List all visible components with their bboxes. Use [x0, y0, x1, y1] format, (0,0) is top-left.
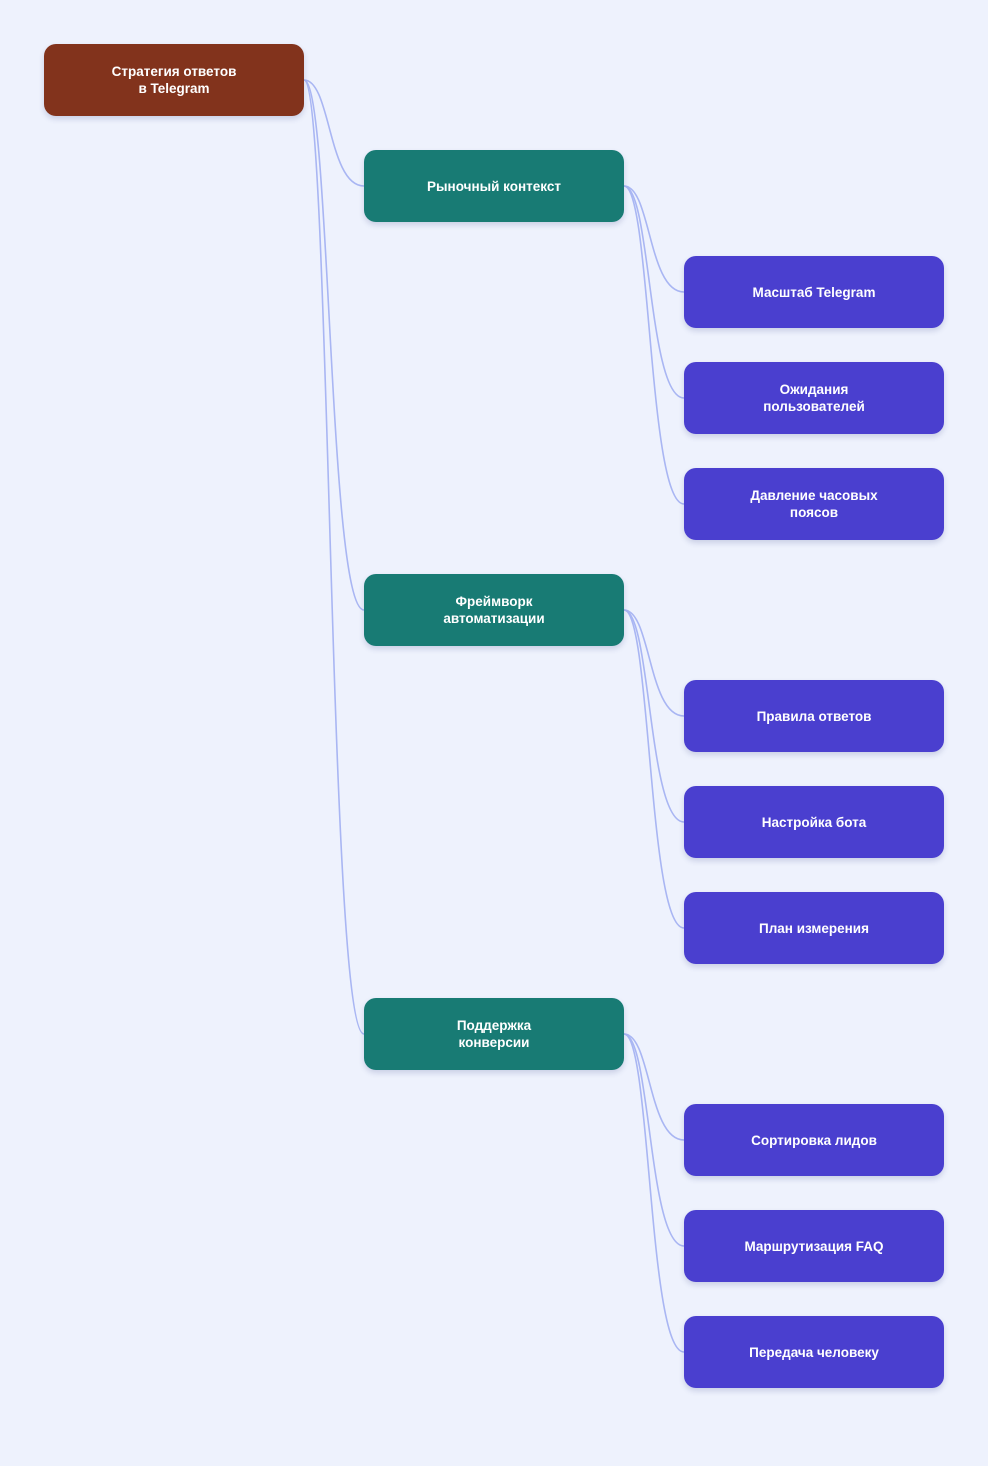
branch-node-conversion-support[interactable]: Поддержка конверсии [364, 998, 624, 1070]
connector-branch-3-to-leaf-3 [623, 1033, 685, 1353]
leaf-node-faq-routing[interactable]: Маршрутизация FAQ [684, 1210, 944, 1282]
connector-branch-2-to-leaf-1 [623, 609, 685, 717]
connector-branch-2-to-leaf-3 [623, 609, 685, 929]
leaf-node-telegram-scale[interactable]: Масштаб Telegram [684, 256, 944, 328]
leaf-node-timezone-pressure[interactable]: Давление часовых поясов [684, 468, 944, 540]
connector-root-to-branch-2 [303, 79, 365, 611]
root-node[interactable]: Стратегия ответов в Telegram [44, 44, 304, 116]
connector-root-to-branch-1 [303, 79, 365, 187]
connector-branch-3-to-leaf-1 [623, 1033, 685, 1141]
connector-branch-2-to-leaf-2 [623, 609, 685, 823]
connector-branch-1-to-leaf-3 [623, 185, 685, 505]
connector-root-to-branch-3 [303, 79, 365, 1035]
connector-branch-3-to-leaf-2 [623, 1033, 685, 1247]
leaf-node-lead-sorting[interactable]: Сортировка лидов [684, 1104, 944, 1176]
leaf-node-user-expectations[interactable]: Ожидания пользователей [684, 362, 944, 434]
leaf-node-measurement-plan[interactable]: План измерения [684, 892, 944, 964]
connector-branch-1-to-leaf-1 [623, 185, 685, 293]
leaf-node-bot-setup[interactable]: Настройка бота [684, 786, 944, 858]
leaf-node-response-rules[interactable]: Правила ответов [684, 680, 944, 752]
branch-node-automation-framework[interactable]: Фреймворк автоматизации [364, 574, 624, 646]
connector-branch-1-to-leaf-2 [623, 185, 685, 399]
leaf-node-human-handoff[interactable]: Передача человеку [684, 1316, 944, 1388]
branch-node-market-context[interactable]: Рыночный контекст [364, 150, 624, 222]
